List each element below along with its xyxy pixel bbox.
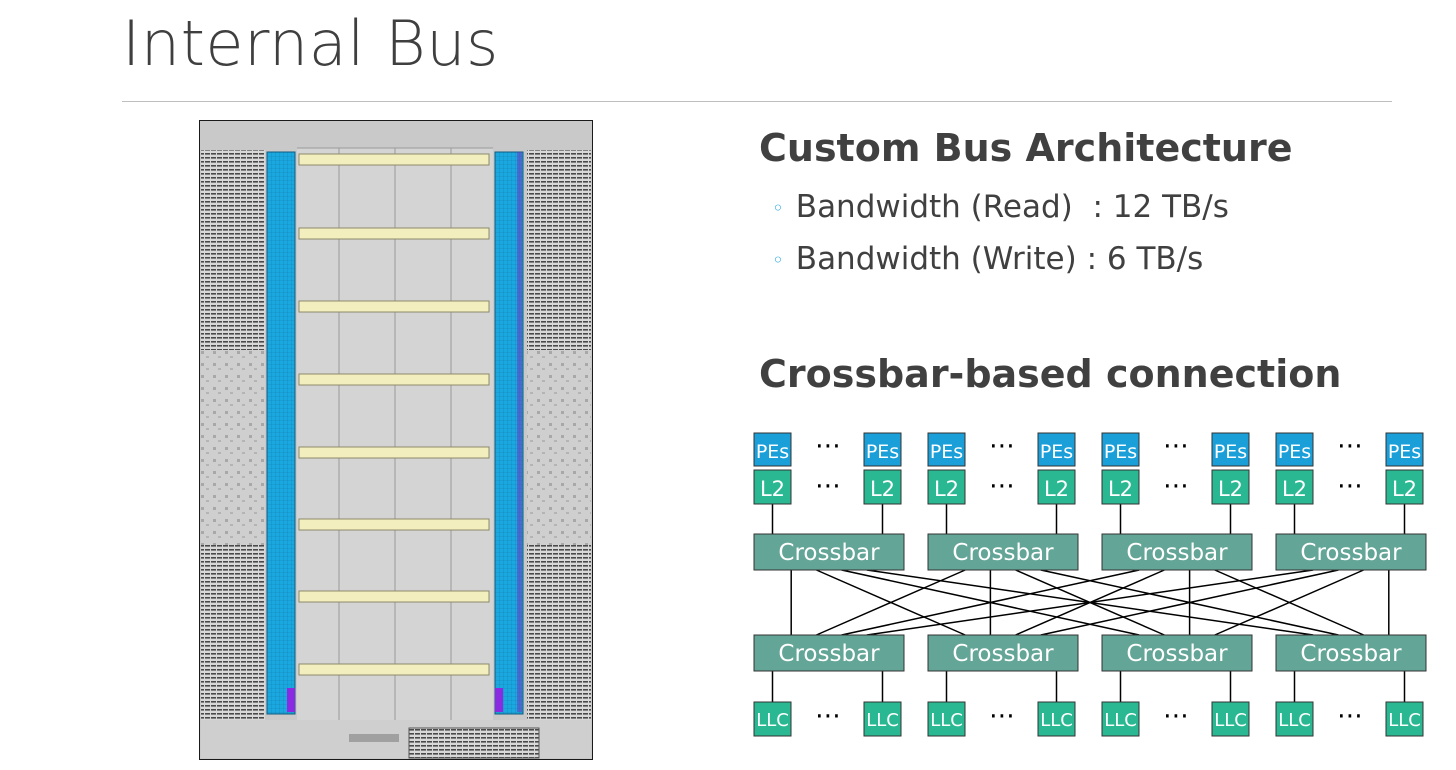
- l2-label: L2: [1108, 477, 1133, 501]
- pe-label: PEs: [1040, 441, 1073, 463]
- l2-label: L2: [1282, 477, 1307, 501]
- bullet-write-bandwidth: ◦ Bandwidth (Write) : 6 TB/s: [772, 234, 1229, 286]
- ellipsis: ⋯: [815, 431, 841, 461]
- crossbar-label: Crossbar: [952, 641, 1054, 667]
- bullet-text: Bandwidth (Read) : 12 TB/s: [795, 189, 1229, 225]
- pe-box: [1275, 432, 1314, 467]
- ellipsis: ⋯: [1163, 471, 1189, 501]
- crossbar-box-bottom: [1275, 634, 1427, 672]
- ellipsis: ⋯: [989, 471, 1015, 501]
- crossbar-box-bottom: [753, 634, 905, 672]
- l2-box: [863, 469, 902, 505]
- pe-label: PEs: [1104, 441, 1137, 463]
- pe-box: [1385, 432, 1424, 467]
- bullet-read-bandwidth: ◦ Bandwidth (Read) : 12 TB/s: [772, 182, 1229, 234]
- crossbar-label: Crossbar: [952, 540, 1054, 566]
- pe-box: [1211, 432, 1250, 467]
- section-heading-custom-bus: Custom Bus Architecture: [759, 126, 1293, 170]
- llc-label: LLC: [756, 710, 789, 731]
- crossbar-link-line: [841, 569, 1140, 636]
- ellipsis: ⋯: [1163, 431, 1189, 461]
- pe-label: PEs: [1214, 441, 1247, 463]
- llc-label: LLC: [1040, 710, 1073, 731]
- l2-label: L2: [934, 477, 959, 501]
- crossbar-label: Crossbar: [778, 540, 880, 566]
- crossbar-label: Crossbar: [1126, 641, 1228, 667]
- crossbar-box-bottom: [927, 634, 1079, 672]
- bandwidth-list: ◦ Bandwidth (Read) : 12 TB/s ◦ Bandwidth (…: [772, 182, 1229, 286]
- llc-label: LLC: [1388, 710, 1421, 731]
- slide-title: Internal Bus: [122, 7, 499, 80]
- llc-label: LLC: [930, 710, 963, 731]
- llc-box: [1385, 701, 1424, 737]
- ellipsis: ⋯: [1337, 471, 1363, 501]
- llc-box: [863, 701, 902, 737]
- l2-label: L2: [1218, 477, 1243, 501]
- l2-label: L2: [760, 477, 785, 501]
- l2-box: [1275, 469, 1314, 505]
- section-heading-crossbar: Crossbar-based connection: [759, 352, 1342, 396]
- pe-box: [753, 432, 792, 467]
- crossbar-box-top: [753, 533, 905, 571]
- bullet-icon: ◦: [772, 196, 784, 220]
- pe-box: [1037, 432, 1076, 467]
- ellipsis: ⋯: [989, 701, 1015, 731]
- crossbar-label: Crossbar: [1126, 540, 1228, 566]
- crossbar-link-line: [1040, 569, 1339, 636]
- l2-box: [1385, 469, 1424, 505]
- l2-box: [753, 469, 792, 505]
- l2-label: L2: [870, 477, 895, 501]
- pe-label: PEs: [866, 441, 899, 463]
- l2-box: [1211, 469, 1250, 505]
- chip-die-image: [199, 120, 593, 760]
- crossbar-label: Crossbar: [778, 641, 880, 667]
- crossbar-link-line: [866, 569, 1314, 636]
- llc-box: [1275, 701, 1314, 737]
- crossbar-link-line: [816, 569, 966, 636]
- bullet-icon: ◦: [772, 248, 784, 272]
- crossbar-label: Crossbar: [1300, 540, 1402, 566]
- pe-box: [1101, 432, 1140, 467]
- crossbar-link-line: [1214, 569, 1364, 636]
- llc-box: [1211, 701, 1250, 737]
- ellipsis: ⋯: [815, 471, 841, 501]
- llc-label: LLC: [1278, 710, 1311, 731]
- l2-label: L2: [1392, 477, 1417, 501]
- ellipsis: ⋯: [1337, 701, 1363, 731]
- crossbar-box-top: [927, 533, 1079, 571]
- l2-label: L2: [1044, 477, 1069, 501]
- crossbar-diagram: PEsL2LLCPEsL2LLC⋯⋯⋯CrossbarCrossbarPEsL2…: [753, 431, 1427, 737]
- llc-box: [927, 701, 966, 737]
- bullet-text: Bandwidth (Write) : 6 TB/s: [795, 241, 1204, 277]
- crossbar-label: Crossbar: [1300, 641, 1402, 667]
- crossbar-box-bottom: [1101, 634, 1253, 672]
- llc-label: LLC: [1214, 710, 1247, 731]
- l2-box: [927, 469, 966, 505]
- ellipsis: ⋯: [1163, 701, 1189, 731]
- llc-box: [753, 701, 792, 737]
- pe-label: PEs: [1388, 441, 1421, 463]
- pe-box: [863, 432, 902, 467]
- pe-label: PEs: [930, 441, 963, 463]
- crossbar-box-top: [1101, 533, 1253, 571]
- ellipsis: ⋯: [1337, 431, 1363, 461]
- l2-box: [1101, 469, 1140, 505]
- ellipsis: ⋯: [815, 701, 841, 731]
- pe-box: [927, 432, 966, 467]
- llc-box: [1037, 701, 1076, 737]
- pe-label: PEs: [756, 441, 789, 463]
- llc-label: LLC: [1104, 710, 1137, 731]
- l2-box: [1037, 469, 1076, 505]
- ellipsis: ⋯: [989, 431, 1015, 461]
- llc-label: LLC: [866, 710, 899, 731]
- title-divider: [122, 101, 1392, 102]
- llc-box: [1101, 701, 1140, 737]
- pe-label: PEs: [1278, 441, 1311, 463]
- crossbar-box-top: [1275, 533, 1427, 571]
